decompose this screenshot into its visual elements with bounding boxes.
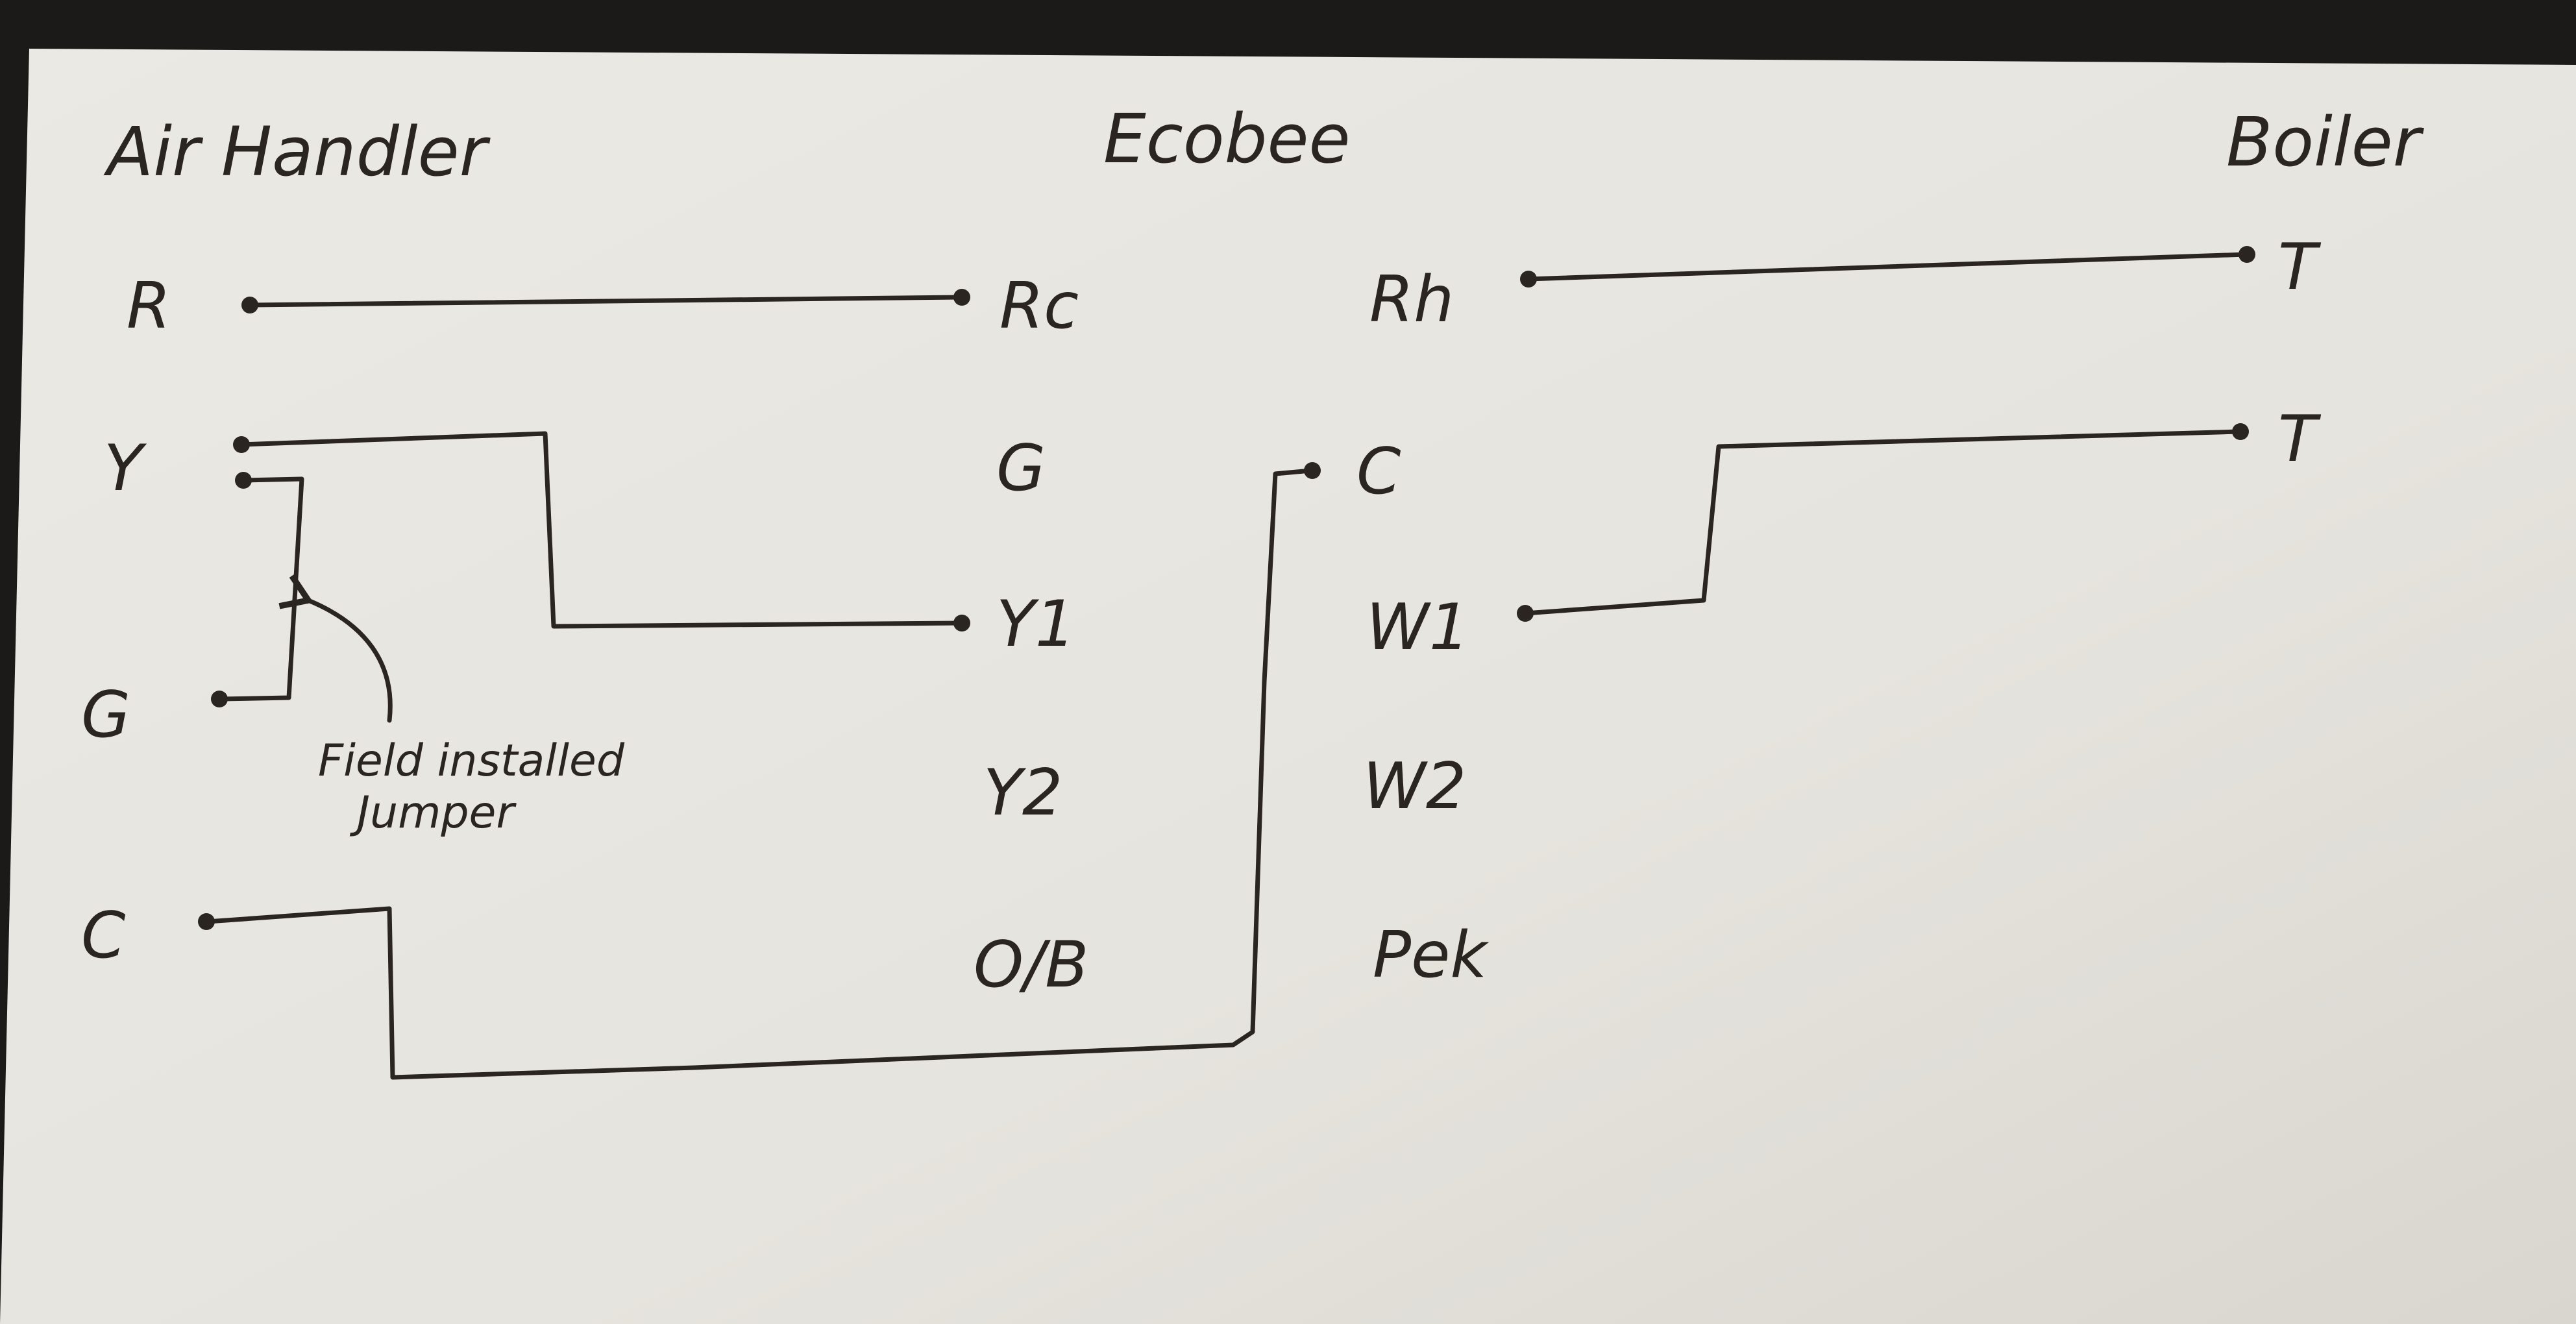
ecobee-terminal-w2: W2 (1363, 750, 1466, 824)
terminal-dot-ah-r (241, 297, 258, 313)
ecobee-terminal-w1: W1 (1366, 591, 1469, 665)
air-handler-terminal-y: Y (104, 432, 147, 506)
ecobee-terminal-rc: Rc (1000, 269, 1079, 343)
boiler-terminal-t-top: T (2278, 230, 2322, 304)
wire-c-to-ecobee-c (205, 468, 1314, 1080)
ecobee-terminal-g: G (996, 432, 1046, 506)
terminal-dot-ah-y-top (233, 436, 250, 453)
annotation-arrow (278, 574, 393, 723)
paper-sheet (0, 49, 2576, 1324)
terminal-dot-ah-y-bottom (235, 472, 252, 489)
terminal-dot-ah-c (198, 913, 215, 930)
heading-boiler: Boiler (2226, 103, 2425, 182)
ecobee-terminal-ob: O/B (974, 928, 1088, 1002)
ecobee-terminal-c: C (1356, 435, 1401, 509)
terminal-dot-ecobee-c (1304, 462, 1321, 479)
terminal-dots (198, 246, 2255, 930)
boiler-terminal-t-bottom: T (2278, 402, 2322, 476)
air-handler-terminal-r: R (127, 269, 171, 343)
ecobee-terminal-y2: Y2 (983, 756, 1062, 830)
air-handler-terminal-c: C (81, 899, 126, 973)
terminal-dot-ecobee-rc (953, 289, 970, 306)
heading-air-handler: Air Handler (103, 112, 491, 191)
ecobee-terminal-rh: Rh (1369, 263, 1454, 337)
heading-ecobee: Ecobee (1103, 99, 1351, 178)
terminal-dot-ah-g (211, 691, 228, 707)
wire-rh-to-boiler-t (1526, 252, 2248, 282)
wire-r-to-rc (247, 295, 963, 308)
wire-w1-to-boiler-t (1523, 429, 2242, 616)
terminal-dot-boiler-t-bottom (2232, 423, 2249, 440)
jumper-annotation-line1: Field installed (318, 735, 625, 787)
terminal-dot-ecobee-w1 (1517, 605, 1534, 622)
terminal-dot-ecobee-rh (1520, 271, 1537, 288)
jumper-annotation-line2: Jumper (349, 787, 517, 839)
wire-y-to-y1 (238, 431, 963, 629)
ecobee-terminal-y1: Y1 (996, 587, 1075, 661)
air-handler-terminal-g: G (81, 678, 130, 752)
terminal-dot-boiler-t-top (2239, 246, 2255, 263)
wire-field-jumper (218, 476, 304, 702)
terminal-dot-ecobee-y1 (953, 615, 970, 631)
ecobee-terminal-pek: Pek (1373, 918, 1489, 992)
